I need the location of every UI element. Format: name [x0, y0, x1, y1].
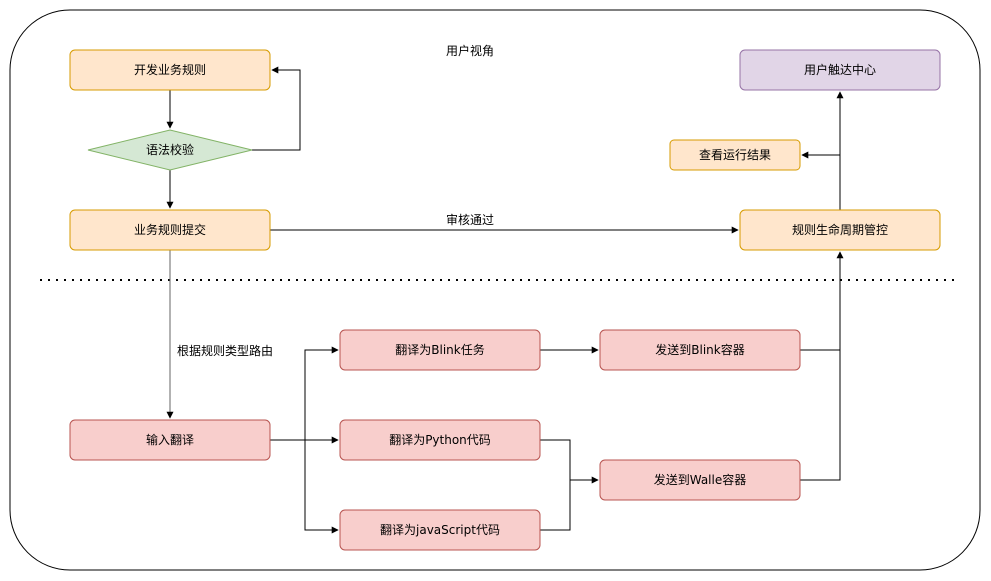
node-touch-center-label: 用户触达中心: [804, 62, 876, 77]
edge-label-route: 根据规则类型路由: [177, 343, 273, 358]
node-submit-rules[interactable]: 业务规则提交: [69, 209, 271, 251]
node-input-translate-label: 输入翻译: [146, 432, 194, 447]
node-syntax-check[interactable]: 语法校验: [87, 129, 253, 171]
node-view-results-label: 查看运行结果: [699, 148, 771, 162]
node-syntax-check-label: 语法校验: [146, 142, 194, 157]
edge-walle-to-lifecycle: [800, 251, 844, 481]
edge-label-approved: 审核通过: [446, 212, 494, 227]
edge-input-to-blink: [304, 346, 339, 440]
node-send-blink-label: 发送到Blink容器: [655, 342, 744, 357]
node-dev-rules[interactable]: 开发业务规则: [69, 49, 271, 91]
node-lifecycle[interactable]: 规则生命周期管控: [739, 209, 941, 251]
node-send-walle-label: 发送到Walle容器: [654, 472, 747, 487]
node-view-results[interactable]: 查看运行结果: [669, 139, 801, 171]
node-submit-rules-label: 业务规则提交: [134, 222, 206, 237]
node-translate-js[interactable]: 翻译为javaScript代码: [339, 509, 541, 551]
node-translate-python[interactable]: 翻译为Python代码: [339, 419, 541, 461]
edge-js-to-walle: [540, 480, 571, 531]
node-lifecycle-label: 规则生命周期管控: [792, 222, 888, 237]
node-input-translate[interactable]: 输入翻译: [69, 419, 271, 461]
node-translate-python-label: 翻译为Python代码: [389, 433, 491, 447]
node-translate-blink[interactable]: 翻译为Blink任务: [339, 329, 541, 371]
node-send-blink[interactable]: 发送到Blink容器: [599, 329, 801, 371]
node-translate-blink-label: 翻译为Blink任务: [395, 342, 484, 357]
edge-input-to-js: [304, 440, 339, 534]
node-translate-js-label: 翻译为javaScript代码: [380, 523, 500, 537]
node-dev-rules-label: 开发业务规则: [134, 62, 206, 77]
edge-check-loop: [252, 66, 301, 151]
diagram-container: [9, 9, 981, 571]
node-touch-center[interactable]: 用户触达中心: [739, 49, 941, 91]
edge-python-to-walle: [540, 439, 571, 480]
diagram-title: 用户视角: [446, 43, 494, 58]
node-send-walle[interactable]: 发送到Walle容器: [599, 459, 801, 501]
